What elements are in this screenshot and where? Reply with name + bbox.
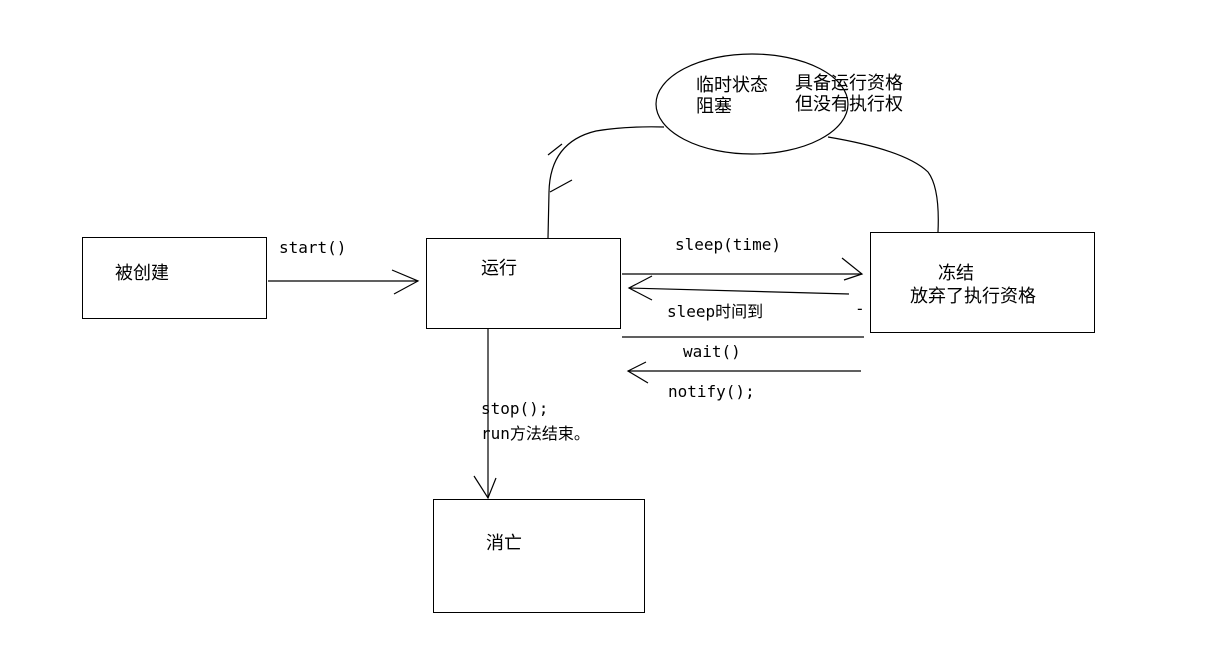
blocked-curve-tick-mark-2	[549, 179, 573, 193]
transition-label-sleep: sleep(time)	[675, 235, 781, 254]
blocked-state-ellipse	[655, 53, 849, 155]
state-box-running	[426, 238, 621, 329]
blocked-to-frozen-curve	[827, 136, 939, 233]
notify-arrow-head	[626, 361, 649, 384]
blocked-label-line1-left: 临时状态	[696, 75, 768, 96]
stray-dash-mark: -	[855, 299, 865, 318]
sleep-end-arrow-head	[627, 275, 653, 301]
blocked-label-line2-left: 阻塞	[696, 96, 732, 117]
blocked-curve-tick-mark-1	[547, 143, 563, 156]
state-box-dead	[433, 499, 645, 613]
running-to-blocked-curve	[547, 126, 665, 239]
transition-label-wait: wait()	[683, 342, 741, 361]
transition-label-start: start()	[279, 238, 347, 257]
blocked-label-line2-right: 但没有执行权	[795, 94, 903, 115]
state-box-frozen	[870, 232, 1095, 333]
start-arrow-head	[391, 269, 420, 295]
sleep-end-arrow-line	[628, 287, 850, 295]
transition-label-stop: stop();	[481, 399, 549, 418]
transition-label-sleep-end: sleep时间到	[667, 302, 764, 321]
state-label-frozen-title: 冻结	[938, 263, 974, 284]
blocked-label-line1-right: 具备运行资格	[795, 73, 903, 94]
state-label-frozen-desc: 放弃了执行资格	[910, 286, 1036, 307]
state-label-running: 运行	[481, 258, 517, 279]
state-box-created	[82, 237, 267, 319]
stop-arrow-head	[473, 475, 497, 500]
state-label-created: 被创建	[115, 263, 169, 284]
transition-label-notify: notify();	[668, 382, 755, 401]
state-label-dead: 消亡	[486, 533, 522, 554]
transition-label-run-end: run方法结束。	[481, 424, 590, 443]
sleep-arrow-head	[841, 257, 864, 281]
